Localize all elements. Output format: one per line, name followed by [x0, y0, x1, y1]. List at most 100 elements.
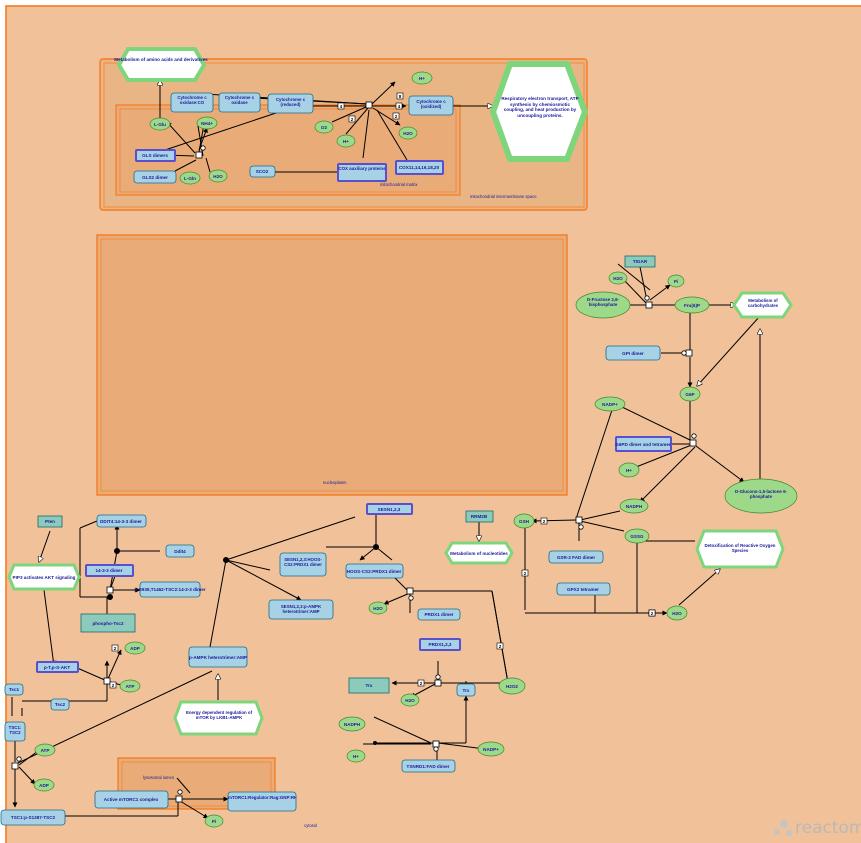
complex-sco2[interactable]: SCO2 — [249, 165, 276, 178]
pathway-nucleotides-label: Metabolism of nucleotides — [450, 551, 508, 556]
molecule-h2o-d[interactable]: H2O — [368, 601, 388, 615]
complex-g6pd[interactable]: G6PD dimer and tetramer — [615, 436, 672, 452]
molecule-g6gl[interactable]: D-Glucono-1,5-lactone 6-phosphate — [724, 478, 798, 514]
complex-gpi-dimer[interactable]: GPI dimer — [605, 345, 661, 361]
svg-text:H2O2: H2O2 — [506, 684, 518, 689]
molecule-h2o2[interactable]: H2O2 — [498, 677, 526, 695]
gene-trx[interactable]: Trx — [348, 677, 390, 694]
molecule-adp-b[interactable]: ADP — [33, 778, 55, 792]
stoich-2d: 2 — [521, 569, 529, 577]
stoich-2g: 2 — [417, 679, 425, 687]
complex-tsc2-1433[interactable]: p-S939,T1462-TSC2:14-3-3 dimer — [134, 581, 206, 598]
complex-txnrd1[interactable]: TXNRD1:FAD dimer — [401, 759, 456, 773]
molecules: H+ H2O O2 H+ L-Glu NH4+ L-Gln H2O H2O Pi… — [33, 71, 798, 828]
pathway-pip3-label: PIP3 activates AKT signaling — [13, 575, 76, 580]
molecule-h2o-e[interactable]: H2O — [400, 693, 420, 707]
complex-tsc1[interactable]: Tsc1 — [4, 683, 24, 696]
molecule-h2o-top[interactable]: H2O — [608, 271, 628, 285]
gene-pten[interactable]: Pten — [37, 515, 63, 528]
pathway-nucleotides[interactable]: Metabolism of nucleotides — [444, 541, 514, 565]
molecule-nadph-b[interactable]: NADPH — [338, 716, 366, 732]
svg-text:ATP: ATP — [41, 748, 50, 753]
gene-ddit4[interactable]: Ddit4 — [165, 544, 195, 558]
molecule-nadph[interactable]: NADPH — [619, 498, 649, 514]
svg-text:NADP+: NADP+ — [483, 747, 499, 752]
molecule-h-plus-d[interactable]: H+ — [346, 749, 366, 763]
svg-text:H+: H+ — [419, 76, 425, 81]
complex-gsr[interactable]: GSR-2 FAD dimer — [548, 550, 604, 564]
stoichiometry-labels: 4 8 4 2 2 2 2 2 2 2 2 2 — [109, 92, 656, 689]
pathway-carbohydrates[interactable]: Metabolism of carbohydrates — [732, 291, 793, 319]
pathway-amino-acids[interactable]: Metabolism of amino acids and derivative… — [114, 47, 208, 82]
molecule-nadp[interactable]: NADP+ — [594, 396, 626, 412]
complex-trx-reduced[interactable]: Trx — [456, 683, 476, 697]
molecule-g6p[interactable]: G6P — [679, 386, 701, 402]
svg-text:NADPH: NADPH — [344, 722, 361, 727]
pathway-energy-label: Energy dependent regulation of mTOR by L… — [185, 710, 253, 720]
molecule-pi-b[interactable]: Pi — [204, 814, 224, 828]
reactome-logo: reactome — [774, 818, 861, 838]
complex-tsc1-tsc2[interactable]: TSC1: TSC2 — [4, 721, 26, 742]
complex-cyt-c-oxidized[interactable]: Cytochrome c (oxidized) — [408, 95, 454, 116]
pathway-energy[interactable]: Energy dependent regulation of mTOR by L… — [173, 700, 264, 736]
molecule-f26[interactable]: D-Fructose 2,6-bisphosphate — [575, 291, 631, 319]
complex-ddit4-1433[interactable]: DDIT4:14-3-3 dimer — [96, 514, 147, 528]
complex-cox11[interactable]: COX11,14,16,18,20 — [395, 160, 444, 175]
complex-sesn123[interactable]: SESN1,2,3 — [366, 503, 413, 515]
stoich-2h: 2 — [111, 644, 119, 652]
complex-akt[interactable]: p-T,p-S-AKT — [36, 661, 79, 673]
molecule-gssg[interactable]: GSSG — [624, 528, 650, 544]
svg-text:Pten: Pten — [45, 519, 55, 524]
molecule-h2o-a[interactable]: H2O — [398, 126, 418, 140]
complex-sesn-hoos-prdx[interactable]: SESN1,2,3:HOOS-CS2:PRDX1 dimer — [279, 552, 327, 577]
complex-mtorc1-rag[interactable]: mTORC1:Regulator:Rag:GNP:RHEB:GDP — [227, 791, 297, 812]
complex-prdx123[interactable]: PRDX1,2,3 — [419, 638, 461, 651]
complex-gls2-dimer[interactable]: GLS2 dimer — [133, 170, 177, 184]
complex-tsc1-ptsc2[interactable]: TSC1:p-S1387-TSC2 — [0, 809, 66, 826]
pathway-respiratory[interactable]: Respiratory electron transport, ATP synt… — [489, 61, 589, 162]
gene-rrm2b[interactable]: RRM2B — [465, 510, 494, 523]
complex-sesn-ampk[interactable]: SESN1,2,3:p-AMPK heterotrimer:AMP — [268, 599, 334, 620]
complex-mtorc1-active[interactable]: Active mTORC1 complex — [94, 790, 169, 809]
molecule-atp-a[interactable]: ATP — [119, 679, 141, 693]
complex-prdx1-dimer[interactable]: PRDX1 dimer — [417, 608, 461, 621]
complex-14-3-3[interactable]: 14-3-3 dimer — [85, 564, 134, 577]
molecule-pi-top[interactable]: Pi — [667, 274, 685, 288]
molecule-h2o-b[interactable]: H2O — [208, 169, 228, 183]
pathway-ros[interactable]: Detoxification of Reactive Oxygen Specie… — [695, 529, 785, 569]
pathway-pip3[interactable]: PIP3 activates AKT signaling — [7, 563, 81, 591]
complex-cox-aux[interactable]: COX auxiliary proteins — [337, 163, 387, 182]
molecule-adp-a[interactable]: ADP — [124, 641, 146, 655]
complex-ampk[interactable]: p-AMPK heterotrimer:AMP — [188, 646, 248, 668]
molecule-nadp-b[interactable]: NADP+ — [477, 741, 505, 757]
svg-text:H+: H+ — [353, 754, 359, 759]
complex-tsc2[interactable]: Tsc2 — [50, 698, 70, 711]
complex-hoos-prdx[interactable]: HOOS-CS2:PRDX1 dimer — [345, 563, 404, 579]
molecule-h-plus-c[interactable]: H+ — [618, 462, 640, 478]
svg-text:H2O: H2O — [213, 174, 223, 179]
molecule-h-plus-a[interactable]: H+ — [411, 71, 433, 85]
molecule-h-plus-b[interactable]: H+ — [336, 134, 356, 148]
molecule-l-glu[interactable]: L-Glu — [149, 117, 171, 131]
molecule-gsh[interactable]: GSH — [513, 513, 535, 529]
gene-tigar[interactable]: TIGAR — [624, 255, 656, 268]
stoich-8: 8 — [396, 92, 404, 100]
svg-text:4: 4 — [340, 104, 343, 109]
molecule-atp-b[interactable]: ATP — [34, 743, 56, 757]
molecule-fru6p[interactable]: Fru(6)P — [674, 296, 710, 314]
gene-phospho-tsc2[interactable]: phospho-Tsc2 — [80, 613, 136, 633]
complex-cyt-c-oxidase[interactable]: Cytochrome c oxidase — [218, 92, 261, 113]
molecule-h2o-c[interactable]: H2O — [666, 605, 688, 621]
molecule-l-gln[interactable]: L-Gln — [179, 171, 201, 185]
complex-cyt-c-reduced[interactable]: Cytochrome c (reduced) — [267, 93, 314, 114]
svg-text:PRDX1,2,3: PRDX1,2,3 — [429, 642, 452, 647]
molecule-o2[interactable]: O2 — [314, 120, 334, 134]
svg-text:14-3-3 dimer: 14-3-3 dimer — [95, 568, 122, 573]
complex-cyt-ox-co[interactable]: Cytochrome c oxidase:CO — [170, 92, 214, 113]
svg-text:8: 8 — [399, 94, 402, 99]
complex-gls-dimers[interactable]: GLS dimers — [135, 149, 176, 162]
molecule-nh4[interactable]: NH4+ — [196, 116, 218, 130]
complex-gpx2[interactable]: GPX2 tetramer — [556, 582, 611, 596]
